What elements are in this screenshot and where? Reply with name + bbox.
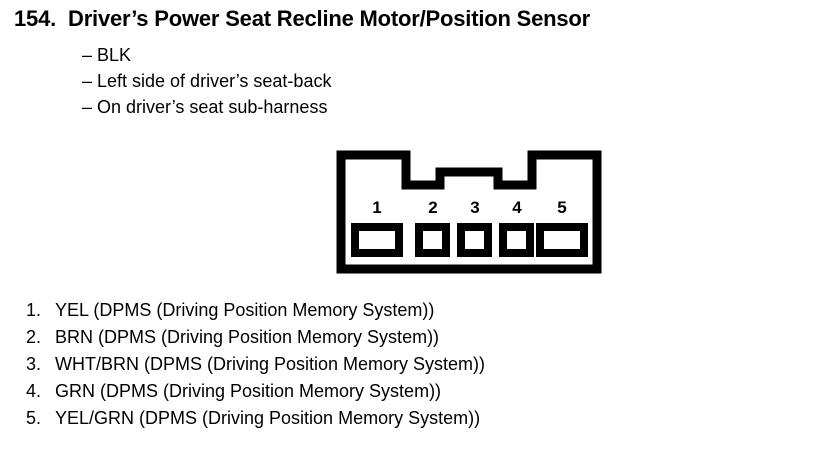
pin-legend-label: WHT/BRN (DPMS (Driving Position Memory S… [55, 354, 486, 374]
connector-outline-icon [336, 150, 602, 274]
pin-legend-label: GRN (DPMS (Driving Position Memory Syste… [55, 381, 442, 401]
spec-list-item: – On driver’s seat sub-harness [82, 94, 331, 120]
spec-list-item-label: Left side of driver’s seat-back [97, 71, 332, 91]
connector-body-path [336, 150, 602, 274]
spec-list: – BLK – Left side of driver’s seat-back … [82, 42, 331, 120]
pin-cavity-5 [536, 223, 588, 257]
pin-legend-item: 1. YEL (DPMS (Driving Position Memory Sy… [26, 297, 485, 324]
pin-legend-item: 2. BRN (DPMS (Driving Position Memory Sy… [26, 324, 485, 351]
pin-legend-list: 1. YEL (DPMS (Driving Position Memory Sy… [26, 297, 485, 432]
pin-legend-index: 5. [26, 408, 42, 428]
page-title-number: 154. [14, 6, 57, 31]
pin-cavity-3 [457, 223, 492, 257]
pin-legend-index: 2. [26, 327, 42, 347]
pin-legend-label: YEL (DPMS (Driving Position Memory Syste… [55, 300, 435, 320]
page-title-text: Driver’s Power Seat Recline Motor/Positi… [68, 6, 591, 31]
dash-bullet-icon: – [82, 45, 93, 65]
spec-list-item: – BLK [82, 42, 331, 68]
connector-diagram: 1 2 3 4 5 [334, 148, 606, 276]
spec-list-item-label: BLK [97, 45, 132, 65]
pin-legend-item: 5. YEL/GRN (DPMS (Driving Position Memor… [26, 405, 485, 432]
pin-cavity-2 [415, 223, 450, 257]
pin-legend-index: 3. [26, 354, 42, 374]
dash-bullet-icon: – [82, 71, 93, 91]
pin-legend-index: 1. [26, 300, 42, 320]
dash-bullet-icon: – [82, 97, 93, 117]
page-title: 154. Driver’s Power Seat Recline Motor/Po… [14, 6, 590, 32]
pin-cavity-1 [351, 223, 403, 257]
spec-list-item: – Left side of driver’s seat-back [82, 68, 331, 94]
pin-legend-item: 4. GRN (DPMS (Driving Position Memory Sy… [26, 378, 485, 405]
pin-legend-label: YEL/GRN (DPMS (Driving Position Memory S… [55, 408, 481, 428]
pin-legend-index: 4. [26, 381, 42, 401]
pin-legend-label: BRN (DPMS (Driving Position Memory Syste… [55, 327, 440, 347]
pin-cavity-4 [499, 223, 534, 257]
pin-legend-item: 3. WHT/BRN (DPMS (Driving Position Memor… [26, 351, 485, 378]
spec-list-item-label: On driver’s seat sub-harness [97, 97, 328, 117]
